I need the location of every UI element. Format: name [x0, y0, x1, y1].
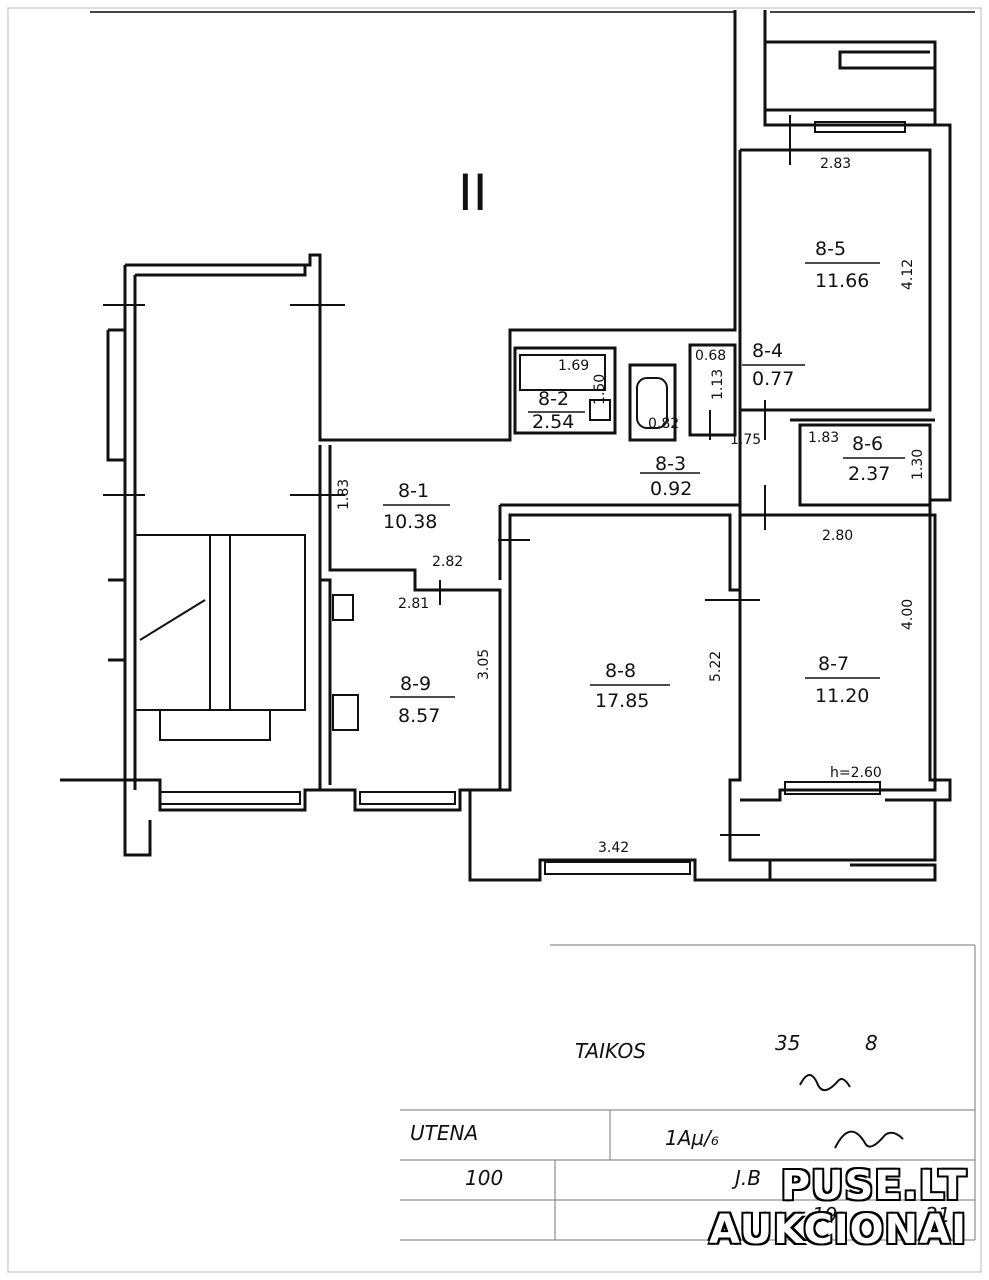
room-area-8-9: 8.57 — [398, 705, 440, 727]
dim-5-22: 5.22 — [708, 651, 724, 682]
apartment-number: 8 — [865, 1031, 878, 1055]
room-area-8-5: 11.66 — [815, 270, 869, 292]
room-area-8-4: 0.77 — [752, 368, 794, 390]
dim-0-68: 0.68 — [695, 348, 726, 364]
dim-1-83-storage: 1.83 — [808, 430, 839, 446]
room-id-8-6: 8-6 — [852, 433, 883, 455]
dim-3-42: 3.42 — [598, 840, 629, 856]
dim-2-80: 2.80 — [822, 528, 853, 544]
dim-1-30: 1.30 — [910, 449, 926, 480]
plan-code: 1Aµ/₆ — [665, 1126, 719, 1150]
dim-0-82: 0.82 — [648, 416, 679, 432]
section-mark: II — [458, 164, 488, 222]
title-block — [400, 944, 976, 1241]
dimension-labels: 2.83 4.12 0.68 1.13 1.69 1.50 0.82 1.75 … — [336, 156, 926, 856]
dim-2-82: 2.82 — [432, 554, 463, 570]
date-year: 21 — [925, 1203, 950, 1227]
tick-marks — [103, 115, 791, 836]
room-labels: 8-5 11.66 8-4 0.77 8-2 2.54 8-3 0.92 8-6… — [383, 238, 905, 727]
room-id-8-4: 8-4 — [752, 340, 783, 362]
dim-1-13: 1.13 — [710, 369, 726, 400]
room-area-8-3: 0.92 — [650, 478, 692, 500]
room-id-8-8: 8-8 — [605, 660, 636, 682]
watermark: PUSE.LT AUKCIONAI — [709, 1164, 967, 1252]
room-id-8-1: 8-1 — [398, 480, 429, 502]
dim-1-69: 1.69 — [558, 358, 589, 374]
house-number: 35 — [775, 1031, 800, 1055]
dim-3-05: 3.05 — [476, 649, 492, 680]
date-day: 19 — [812, 1203, 837, 1227]
watermark-line-1: PUSE.LT — [780, 1163, 967, 1209]
room-id-8-7: 8-7 — [818, 653, 849, 675]
watermark-line-2: AUKCIONAI — [709, 1207, 967, 1253]
city-name: UTENA — [410, 1121, 478, 1145]
dim-2-81: 2.81 — [398, 596, 429, 612]
page-border — [7, 7, 982, 1273]
street-name: TAIKOS — [575, 1039, 646, 1063]
room-id-8-2: 8-2 — [538, 388, 569, 410]
dim-1-75: 1.75 — [730, 432, 761, 448]
room-id-8-9: 8-9 — [400, 673, 431, 695]
dim-4-12: 4.12 — [900, 259, 916, 290]
ceiling-height: h=2.60 — [830, 765, 882, 781]
signature-2 — [834, 1130, 904, 1149]
dim-1-83-hall: 1.83 — [336, 479, 352, 510]
room-area-8-1: 10.38 — [383, 511, 437, 533]
room-area-8-7: 11.20 — [815, 685, 869, 707]
room-area-8-6: 2.37 — [848, 463, 890, 485]
room-area-8-8: 17.85 — [595, 690, 649, 712]
dim-4-00: 4.00 — [900, 599, 916, 630]
room-id-8-5: 8-5 — [815, 238, 846, 260]
walls — [60, 10, 952, 882]
scale: 100 — [465, 1166, 503, 1190]
signature-1 — [799, 1074, 851, 1092]
author-name: J.B — [731, 1166, 761, 1190]
room-area-8-2: 2.54 — [532, 411, 574, 433]
dim-2-83: 2.83 — [820, 156, 851, 172]
dim-1-50: 1.50 — [592, 374, 608, 405]
room-id-8-3: 8-3 — [655, 453, 686, 475]
windows — [159, 121, 906, 875]
